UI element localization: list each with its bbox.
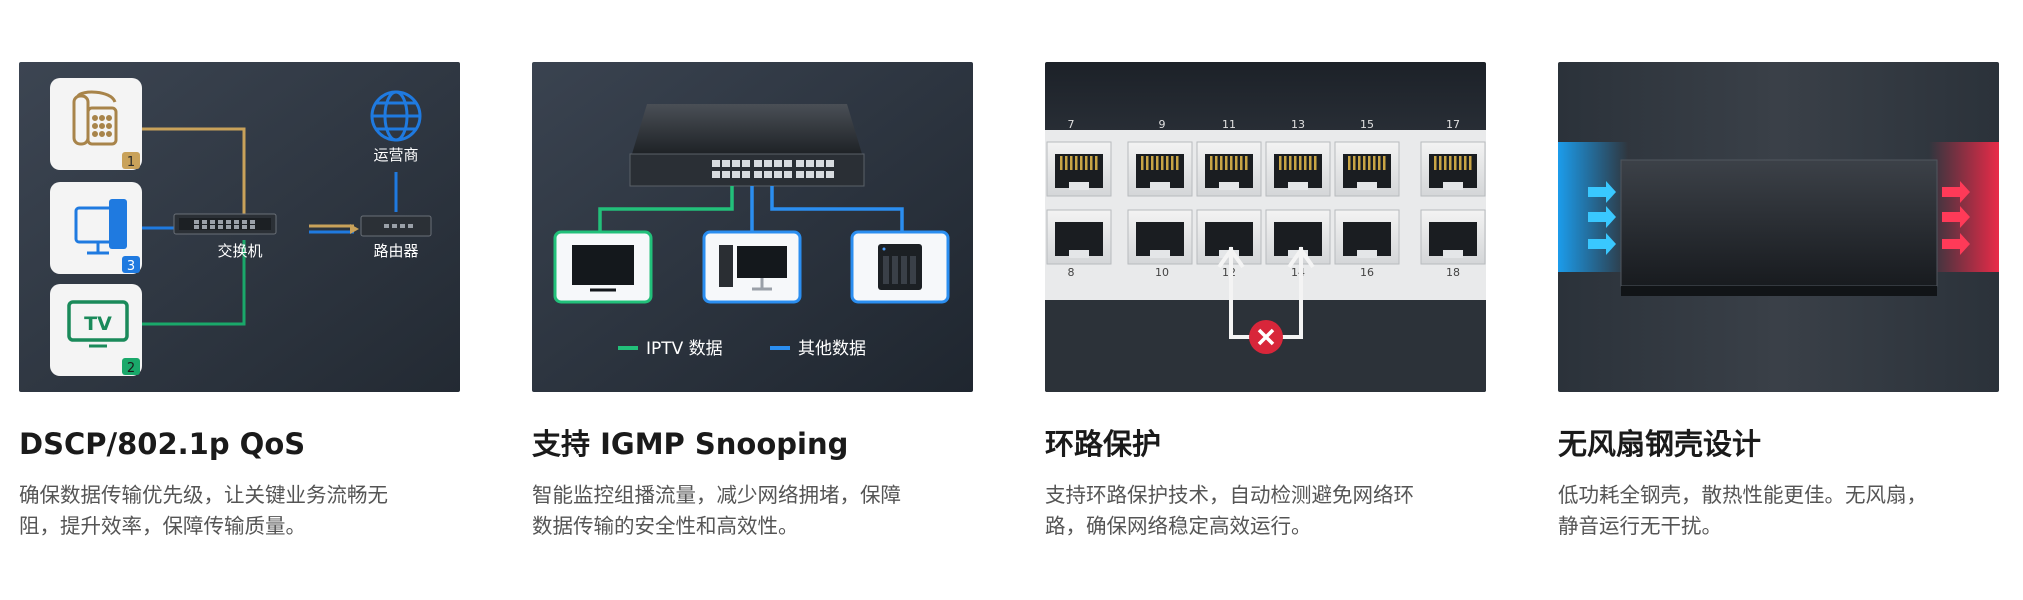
arrow-up-icon — [1217, 246, 1245, 269]
igmp-diagram-svg: IPTV 数据 其他数据 — [532, 62, 973, 392]
rj45-port — [1420, 209, 1486, 265]
feature-description: 支持环路保护技术，自动检测避免网络环 路，确保网络稳定高效运行。 — [1045, 480, 1486, 542]
rj45-port — [1046, 209, 1112, 265]
feature-description-line: 确保数据传输优先级，让关键业务流畅无 — [19, 483, 388, 507]
iptv-link-line — [598, 186, 734, 232]
fanless-diagram — [1558, 62, 1999, 392]
isp-label: 运营商 — [373, 146, 418, 164]
feature-card-loop: 7 9 11 13 15 17 8 10 12 14 16 18 — [1045, 62, 1486, 542]
rj45-port — [1420, 141, 1486, 197]
tv-icon — [572, 245, 634, 285]
feature-card-qos: 1 3 TV — [19, 62, 460, 542]
rj45-port — [1046, 141, 1112, 197]
phone-tile: 1 — [50, 78, 142, 170]
port-number: 10 — [1155, 266, 1169, 279]
switch-device — [629, 104, 865, 187]
top-port-labels: 7 9 11 13 15 17 — [1068, 118, 1461, 131]
hot-air-glow — [1929, 142, 1999, 272]
feature-description-line: 阻，提升效率，保障传输质量。 — [19, 514, 306, 538]
badge-2-text: 2 — [127, 361, 135, 376]
feature-card-igmp: IPTV 数据 其他数据 支持 IGMP Snooping 智能监控组播流量，减… — [532, 62, 973, 542]
tv-icon — [67, 300, 129, 348]
monitor-icon — [74, 199, 127, 255]
switch-device — [173, 213, 277, 235]
phone-icon — [72, 90, 118, 146]
feature-description: 确保数据传输优先级，让关键业务流畅无 阻，提升效率，保障传输质量。 — [19, 480, 460, 542]
badge-3-text: 3 — [127, 259, 135, 274]
feature-description-line: 低功耗全钢壳，散热性能更佳。无风扇， — [1558, 483, 1927, 507]
rj45-port — [1265, 209, 1331, 265]
port-number: 8 — [1068, 266, 1075, 279]
blocked-icon — [1249, 320, 1283, 354]
feature-card-fanless: 无风扇钢壳设计 低功耗全钢壳，散热性能更佳。无风扇， 静音运行无干扰。 — [1558, 62, 1999, 542]
arrow-right-icon — [350, 224, 359, 234]
qos-diagram: 1 3 TV — [19, 62, 460, 392]
arrow-up-icon — [1287, 246, 1315, 269]
feature-description-line: 路，确保网络稳定高效运行。 — [1045, 514, 1312, 538]
feature-title: 环路保护 — [1045, 427, 1162, 461]
tv-tile: TV 2 — [50, 284, 142, 376]
airflow-in-arrows — [1588, 181, 1616, 255]
pc-tile: 3 — [50, 182, 142, 274]
legend-iptv-label: IPTV 数据 — [646, 339, 723, 359]
nas-tile — [850, 230, 950, 304]
loop-diagram: 7 9 11 13 15 17 8 10 12 14 16 18 — [1045, 62, 1486, 392]
feature-description: 低功耗全钢壳，散热性能更佳。无风扇， 静音运行无干扰。 — [1558, 480, 1999, 542]
feature-description: 智能监控组播流量，减少网络拥堵，保障 数据传输的安全性和高效性。 — [532, 480, 973, 542]
feature-description-line: 数据传输的安全性和高效性。 — [532, 514, 799, 538]
port-number: 9 — [1159, 118, 1166, 131]
desktop-icon — [719, 245, 787, 291]
loop-diagram-svg: 7 9 11 13 15 17 8 10 12 14 16 18 — [1045, 62, 1486, 392]
port-number: 18 — [1446, 266, 1460, 279]
switch-label: 交换机 — [217, 242, 262, 260]
pc-tile — [702, 230, 802, 304]
tv-link-line — [139, 240, 246, 326]
priority-badge-1 — [122, 152, 140, 169]
router-device — [360, 215, 432, 237]
tv-tile — [553, 230, 653, 304]
igmp-diagram: IPTV 数据 其他数据 — [532, 62, 973, 392]
globe-icon — [370, 90, 422, 142]
feature-title: 无风扇钢壳设计 — [1558, 427, 1762, 461]
feature-description-line: 静音运行无干扰。 — [1558, 514, 1722, 538]
port-number: 16 — [1360, 266, 1374, 279]
port-number: 7 — [1068, 118, 1075, 131]
qos-diagram-svg: 1 3 TV — [19, 62, 460, 392]
feature-title: 支持 IGMP Snooping — [532, 427, 849, 461]
priority-badge-2 — [122, 358, 140, 375]
phone-link-line — [139, 127, 246, 224]
other-link-line — [770, 186, 904, 232]
feature-description-line: 支持环路保护技术，自动检测避免网络环 — [1045, 483, 1414, 507]
feature-title: DSCP/802.1p QoS — [19, 427, 306, 461]
router-label: 路由器 — [373, 242, 418, 260]
port-number: 15 — [1360, 118, 1374, 131]
rj45-port — [1334, 209, 1400, 265]
legend-other-label: 其他数据 — [798, 339, 866, 359]
badge-1-text: 1 — [127, 155, 135, 170]
port-number: 17 — [1446, 118, 1460, 131]
rj45-port — [1127, 141, 1193, 197]
tv-label: TV — [84, 313, 112, 335]
feature-description-line: 智能监控组播流量，减少网络拥堵，保障 — [532, 483, 901, 507]
priority-badge-3 — [122, 256, 140, 273]
port-number: 11 — [1222, 118, 1236, 131]
rj45-port — [1265, 141, 1331, 197]
steel-case — [1620, 159, 1938, 296]
port-number: 13 — [1291, 118, 1305, 131]
port-grid — [1046, 141, 1486, 265]
fanless-diagram-svg — [1558, 62, 1999, 392]
nas-icon — [878, 244, 922, 290]
airflow-out-arrows — [1942, 181, 1970, 255]
cool-air-glow — [1558, 142, 1628, 272]
rj45-port — [1127, 209, 1193, 265]
rj45-port — [1196, 141, 1262, 197]
rj45-port — [1334, 141, 1400, 197]
